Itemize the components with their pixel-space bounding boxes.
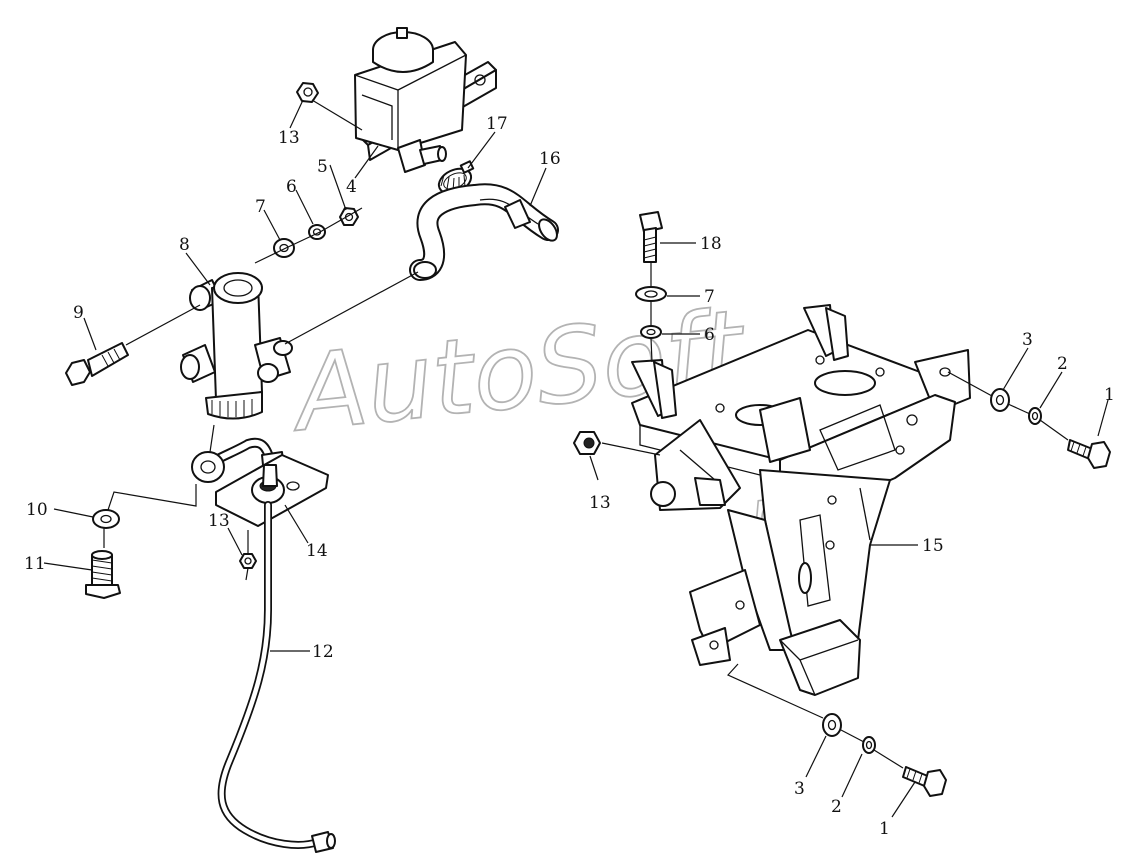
label-1-lower: 1 — [879, 819, 890, 839]
label-15: 15 — [922, 536, 944, 556]
callout-leaders — [43, 99, 1109, 818]
label-3-upper: 3 — [1022, 330, 1033, 350]
label-2-upper: 2 — [1057, 354, 1068, 374]
label-4: 4 — [346, 177, 357, 197]
label-11: 11 — [24, 554, 46, 574]
spring-washer-2-lower — [862, 736, 876, 754]
spring-washer-6-right — [640, 325, 662, 339]
hydraulic-pipe — [217, 501, 336, 853]
label-12: 12 — [312, 642, 334, 662]
pedal-bracket-assembly — [631, 304, 971, 696]
label-9: 9 — [73, 303, 84, 323]
label-2-lower: 2 — [831, 797, 842, 817]
feed-hose — [409, 183, 559, 281]
assembly-lines — [103, 99, 1069, 769]
label-16: 16 — [539, 149, 561, 169]
label-8: 8 — [179, 235, 190, 255]
label-6-right: 6 — [704, 325, 715, 345]
label-10: 10 — [26, 500, 48, 520]
label-13-top: 13 — [278, 128, 300, 148]
callout-labels: 1 2 3 15 18 7 6 13 4 5 6 7 8 9 13 16 17 … — [24, 114, 1115, 839]
spring-washer-6-left — [308, 224, 326, 240]
label-14: 14 — [306, 541, 328, 561]
label-17: 17 — [486, 114, 508, 134]
master-cylinder-body — [180, 272, 293, 420]
nut-13-top — [296, 82, 319, 103]
washer-7-right — [635, 286, 667, 302]
washer-7-left — [273, 238, 295, 258]
bolt-18 — [639, 211, 663, 263]
nut-13-bracket — [239, 553, 257, 569]
label-7-left: 7 — [255, 197, 266, 217]
washer-3-lower — [822, 713, 842, 737]
line-bracket — [215, 454, 329, 527]
label-3-lower: 3 — [794, 779, 805, 799]
label-18: 18 — [700, 234, 722, 254]
nut-5 — [339, 207, 359, 226]
clutch-master-cylinder-reservoir — [354, 27, 497, 173]
bolt-1-upper — [1067, 439, 1111, 469]
label-13-bracket: 13 — [208, 511, 230, 531]
bolt-9 — [65, 342, 129, 386]
label-1-upper: 1 — [1104, 385, 1115, 405]
label-5: 5 — [317, 157, 328, 177]
label-6-left: 6 — [286, 177, 297, 197]
label-13-pedal: 13 — [589, 493, 611, 513]
banjo-bolt-11 — [85, 550, 121, 599]
bolt-1-lower — [902, 766, 947, 797]
label-7-right: 7 — [704, 287, 715, 307]
sealing-washer-10 — [92, 509, 120, 529]
spring-washer-2-upper — [1028, 407, 1042, 425]
washer-3-upper — [990, 388, 1010, 412]
nut-13-pedal — [573, 431, 601, 455]
